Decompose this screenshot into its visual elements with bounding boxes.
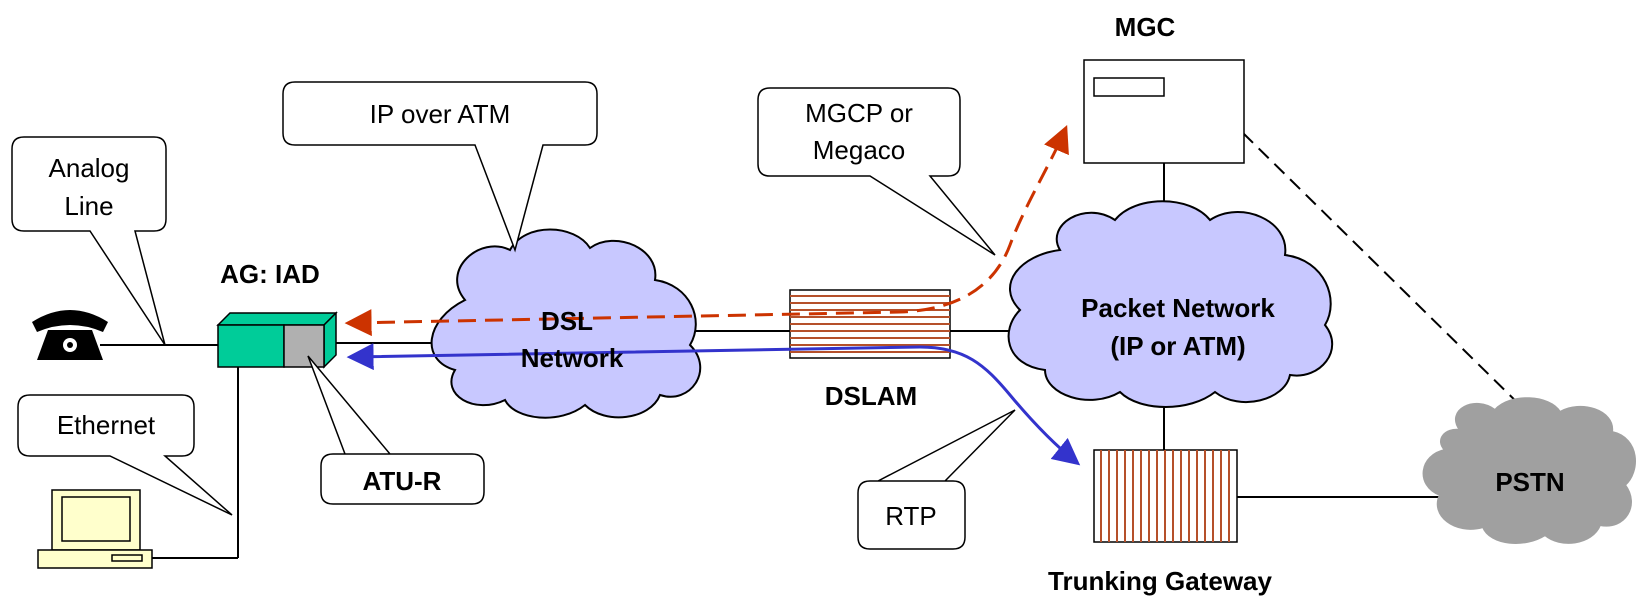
label-dsl-network-line2: Network — [521, 343, 624, 373]
callout-ethernet-text: Ethernet — [57, 410, 156, 440]
label-ag-iad: AG: IAD — [220, 259, 320, 289]
label-packet-network-line1: Packet Network — [1081, 293, 1275, 323]
callout-mgcp-megaco: MGCP or Megaco — [757, 87, 996, 256]
callout-ethernet: Ethernet — [17, 394, 233, 516]
callout-analog-line1: Analog — [49, 153, 130, 183]
label-mgc: MGC — [1115, 12, 1176, 42]
label-dsl-network-line1: DSL — [541, 306, 593, 336]
signaling-arrow — [344, 125, 1069, 337]
label-pstn: PSTN — [1495, 467, 1564, 497]
callout-ip-over-atm: IP over ATM — [282, 81, 598, 253]
callout-mgcp-line1: MGCP or — [805, 98, 913, 128]
mgc-device — [1083, 59, 1245, 164]
callout-rtp: RTP — [857, 409, 1016, 550]
label-packet-network-line2: (IP or ATM) — [1110, 331, 1245, 361]
callout-ip-over-atm-text: IP over ATM — [370, 99, 511, 129]
iad-device — [216, 311, 338, 369]
label-dslam: DSLAM — [825, 381, 917, 411]
trunking-gateway-device — [1093, 449, 1238, 543]
callout-analog-line: Analog Line — [11, 136, 167, 346]
mgc-pstn-dashed-line — [1242, 132, 1531, 416]
computer-icon — [37, 489, 153, 569]
label-trunking-gateway: Trunking Gateway — [1048, 566, 1272, 596]
media-arrow — [346, 343, 1081, 466]
pstn-cloud — [1422, 397, 1636, 544]
callout-mgcp-line2: Megaco — [813, 135, 906, 165]
telephone-icon — [32, 310, 108, 360]
callout-analog-line2: Line — [64, 191, 113, 221]
callout-atu-r-text: ATU-R — [363, 466, 442, 496]
callout-rtp-text: RTP — [885, 501, 937, 531]
